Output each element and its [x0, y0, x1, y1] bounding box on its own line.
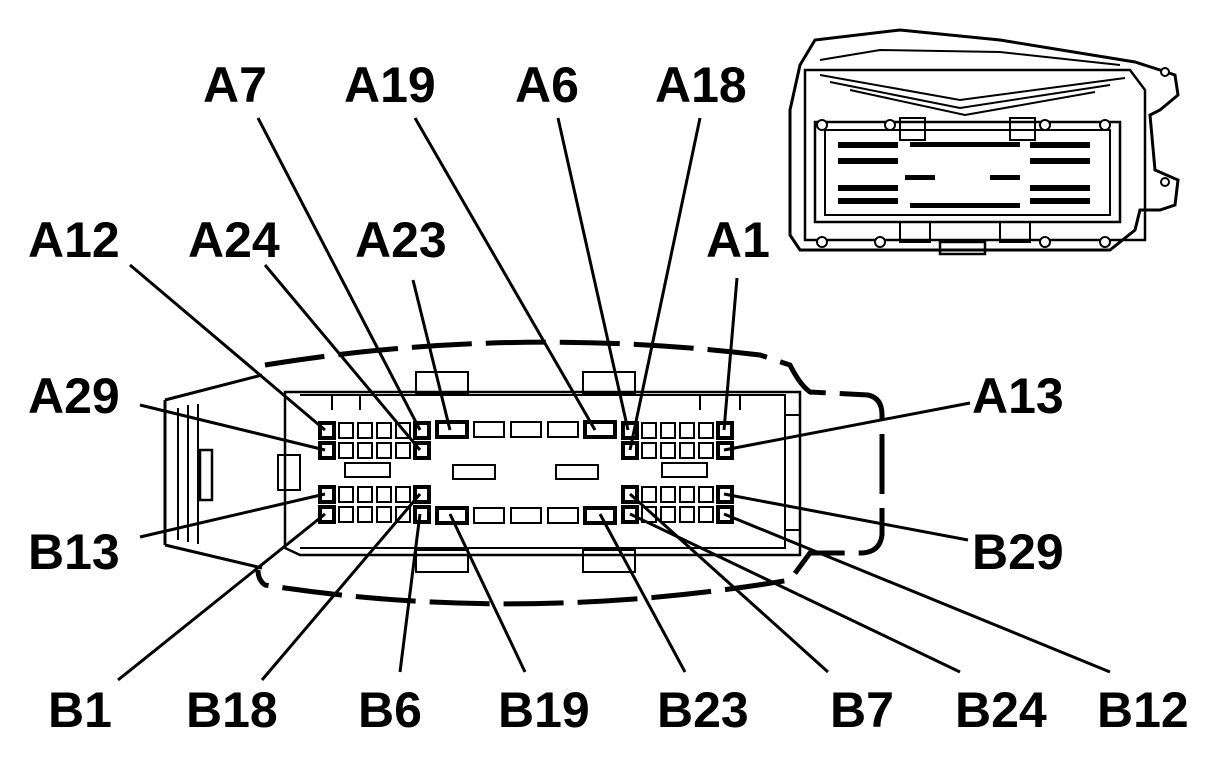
pin-label-b7: B7 — [830, 682, 894, 738]
pin-label-a19: A19 — [344, 57, 436, 113]
pin-label-b19: B19 — [498, 682, 590, 738]
leader-b1 — [117, 512, 326, 682]
pin-label-b24: B24 — [955, 682, 1047, 738]
pin-label-a12: A12 — [28, 212, 120, 268]
leader-a6 — [556, 117, 630, 431]
pin-label-b29: B29 — [972, 524, 1064, 580]
leader-a29 — [139, 403, 326, 452]
pin-label-b13: B13 — [28, 524, 120, 580]
leader-a7 — [256, 117, 422, 431]
pin-label-a13: A13 — [972, 368, 1064, 424]
leader-lines — [117, 117, 1111, 682]
leader-a13 — [723, 401, 971, 452]
leader-a24 — [263, 264, 422, 451]
pin-label-b23: B23 — [657, 682, 749, 738]
leader-b12 — [723, 512, 1111, 674]
leader-b13 — [139, 492, 326, 539]
leader-b23 — [598, 513, 687, 673]
pin-label-a18: A18 — [655, 57, 747, 113]
connector-cavities — [318, 420, 734, 525]
leader-a18 — [628, 117, 702, 451]
leader-b18 — [260, 493, 422, 681]
pin-label-a24: A24 — [188, 212, 280, 268]
connector-isometric-view — [788, 28, 1180, 256]
leader-b19 — [448, 513, 527, 673]
leader-b7 — [628, 492, 830, 674]
pin-label-a29: A29 — [28, 368, 120, 424]
leader-a1 — [722, 277, 739, 431]
leader-b29 — [723, 492, 969, 542]
connector-face — [163, 339, 885, 607]
leader-a19 — [413, 117, 597, 431]
leader-a12 — [129, 263, 326, 432]
pin-label-a23: A23 — [355, 212, 447, 268]
pin-label-a6: A6 — [515, 57, 579, 113]
leader-b24 — [629, 512, 961, 674]
pin-label-b1: B1 — [48, 682, 112, 738]
pin-label-b6: B6 — [358, 682, 422, 738]
pin-label-b18: B18 — [186, 682, 278, 738]
leader-b6 — [398, 513, 422, 673]
pin-label-b12: B12 — [1097, 682, 1189, 738]
pin-label-a7: A7 — [203, 57, 267, 113]
pin-labels: A7 A19 A6 A18 A12 A24 A23 A1 A29 A13 B13… — [28, 57, 1189, 738]
leader-a23 — [411, 279, 452, 431]
pin-label-a1: A1 — [706, 212, 770, 268]
